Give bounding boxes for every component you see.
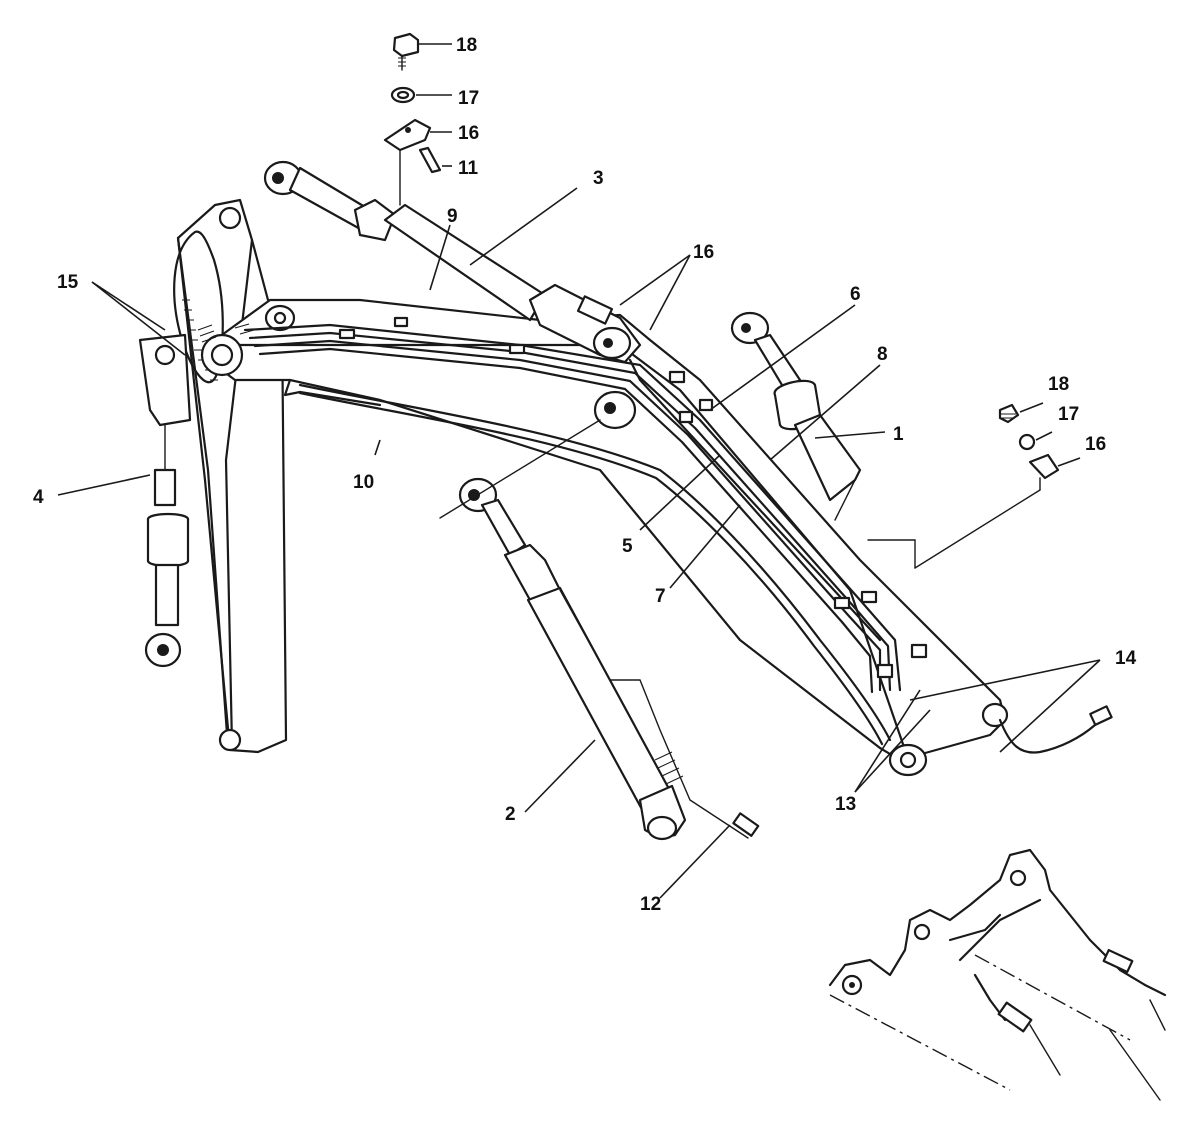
boom-lift-cylinder-2: [439, 419, 760, 841]
arm-assembly: [163, 198, 288, 754]
bucket-detail: [828, 848, 1167, 1101]
callout-labels: 1 2 3 4 5 6 7 8 9 10 11 12 13 14 15 16 1…: [33, 35, 1137, 915]
callout-7: 7: [655, 586, 666, 607]
bucket-cylinder-4: [138, 333, 192, 668]
callout-6: 6: [850, 284, 861, 305]
hydraulic-pipes: [197, 316, 1113, 754]
callout-10: 10: [353, 472, 374, 493]
callout-9: 9: [447, 206, 458, 227]
callout-2: 2: [505, 804, 516, 825]
boom-cylinder-3: [263, 160, 642, 364]
callout-16-right: 16: [1085, 434, 1106, 455]
hardware-right-stack: [867, 403, 1060, 569]
callout-11: 11: [458, 158, 479, 179]
callout-17-top: 17: [458, 88, 479, 109]
callout-1: 1: [893, 424, 904, 445]
callout-8: 8: [877, 344, 888, 365]
arm-cylinder-1: [730, 311, 862, 521]
callout-4: 4: [33, 487, 44, 508]
callout-14: 14: [1115, 648, 1137, 669]
callout-18-right: 18: [1048, 374, 1069, 395]
callout-5: 5: [622, 536, 633, 557]
callout-18-top: 18: [456, 35, 477, 56]
callout-12: 12: [640, 894, 661, 915]
callout-17-right: 17: [1058, 404, 1079, 425]
callout-3: 3: [593, 168, 604, 189]
leader-lines: [57, 43, 1101, 899]
callout-16-mid: 16: [693, 242, 714, 263]
boom-structure: [200, 298, 1009, 777]
callout-16-top: 16: [458, 123, 479, 144]
hardware-top-stack: [383, 32, 442, 206]
callout-13: 13: [835, 794, 856, 815]
callout-15: 15: [57, 272, 79, 293]
